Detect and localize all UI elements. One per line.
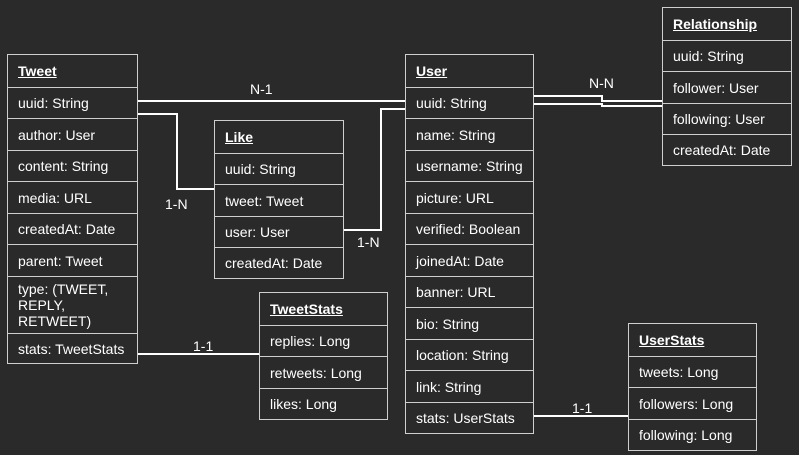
field: media: URL (8, 181, 137, 213)
entity-like[interactable]: Like uuid: String tweet: Tweet user: Use… (214, 120, 344, 279)
field: following: User (663, 103, 791, 134)
field: author: User (8, 118, 137, 150)
label-user-userstats: 1-1 (572, 400, 593, 416)
field: tweets: Long (629, 356, 756, 387)
field: bio: String (406, 307, 533, 339)
field: type: (TWEET, REPLY, RETWEET) (8, 276, 137, 333)
field: tweet: Tweet (215, 184, 343, 216)
field: uuid: String (215, 153, 343, 184)
field: follower: User (663, 71, 791, 103)
field: retweets: Long (260, 356, 387, 388)
field: followers: Long (629, 387, 756, 419)
entity-title: Like (225, 129, 254, 145)
field: likes: Long (260, 388, 387, 419)
entity-title: TweetStats (270, 301, 343, 317)
field: link: String (406, 370, 533, 402)
field: uuid: String (406, 87, 533, 118)
field: name: String (406, 118, 533, 150)
field: content: String (8, 150, 137, 181)
field: replies: Long (260, 325, 387, 356)
entity-title: UserStats (639, 332, 705, 348)
entity-relationship[interactable]: Relationship uuid: String follower: User… (662, 7, 792, 166)
line-user-relationship-a (534, 95, 663, 102)
field: stats: UserStats (406, 402, 533, 433)
entity-title: User (416, 63, 448, 79)
field: createdAt: Date (215, 247, 343, 278)
field: stats: TweetStats (8, 333, 137, 363)
label-tweet-like: 1-N (165, 196, 188, 212)
field: verified: Boolean (406, 213, 533, 244)
entity-tweetstats[interactable]: TweetStats replies: Long retweets: Long … (259, 292, 388, 420)
entity-userstats[interactable]: UserStats tweets: Long followers: Long f… (628, 323, 757, 451)
line-like-user (344, 108, 406, 231)
field: banner: URL (406, 276, 533, 307)
entity-title: Relationship (673, 16, 758, 32)
entity-title: Tweet (18, 63, 57, 79)
field: createdAt: Date (663, 134, 791, 165)
line-user-relationship-b (534, 103, 663, 107)
entity-user[interactable]: User uuid: String name: String username:… (405, 54, 534, 434)
field: username: String (406, 150, 533, 181)
label-tweet-user: N-1 (250, 81, 273, 97)
line-tweet-like (138, 113, 215, 190)
field: user: User (215, 216, 343, 247)
field: uuid: String (8, 87, 137, 118)
entity-tweet[interactable]: Tweet uuid: String author: User content:… (7, 54, 138, 364)
field: parent: Tweet (8, 244, 137, 276)
field: joinedAt: Date (406, 244, 533, 276)
label-tweet-tweetstats: 1-1 (193, 338, 214, 354)
field: uuid: String (663, 40, 791, 71)
field: picture: URL (406, 181, 533, 213)
field: following: Long (629, 419, 756, 450)
field: location: String (406, 339, 533, 370)
label-user-relationship: N-N (589, 75, 614, 91)
field: createdAt: Date (8, 213, 137, 244)
label-like-user: 1-N (357, 234, 380, 250)
